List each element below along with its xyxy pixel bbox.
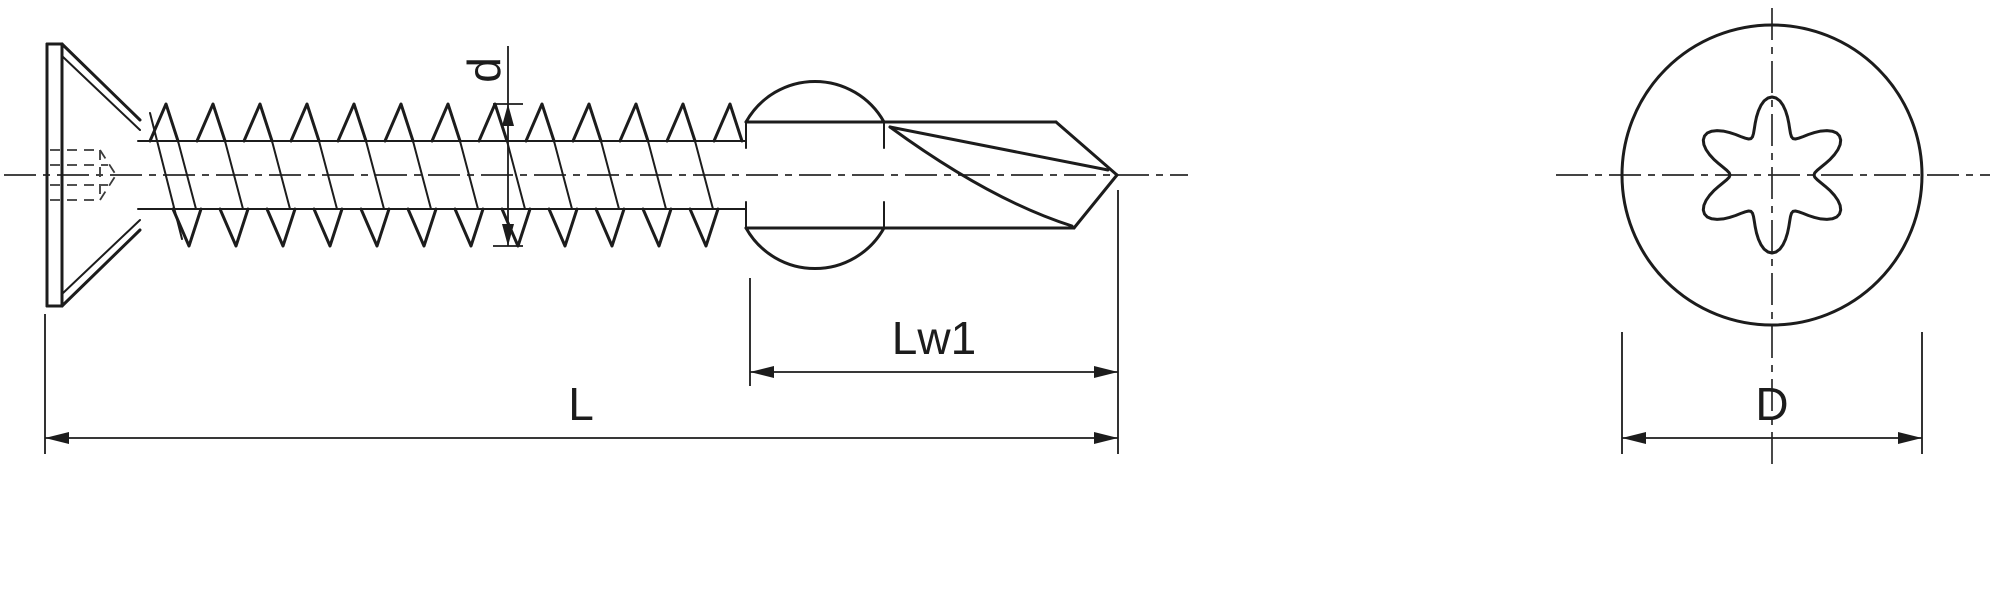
thread-flank-lines (177, 140, 714, 210)
screw-head (45, 42, 183, 308)
side-view: d Lw1 L (4, 42, 1188, 454)
drill-point (744, 120, 1119, 230)
dimension-l: L (44, 314, 1118, 454)
label-thread-diameter: d (458, 57, 510, 83)
hidden-recess-lines (50, 149, 117, 201)
dimension-D: D (1621, 332, 1923, 454)
label-total-length: L (568, 378, 594, 430)
thread-crests-top (148, 102, 744, 143)
label-head-diameter: D (1755, 378, 1788, 430)
head-outline-circle (1620, 23, 1924, 327)
thread-crests-bottom (171, 207, 720, 248)
dimension-lw1: Lw1 (749, 190, 1119, 454)
wing-section (744, 80, 886, 270)
label-drill-point-length: Lw1 (892, 312, 976, 364)
end-view: D (1556, 8, 1990, 470)
dimension-d: d (458, 46, 523, 247)
torx-recess (1701, 95, 1843, 255)
